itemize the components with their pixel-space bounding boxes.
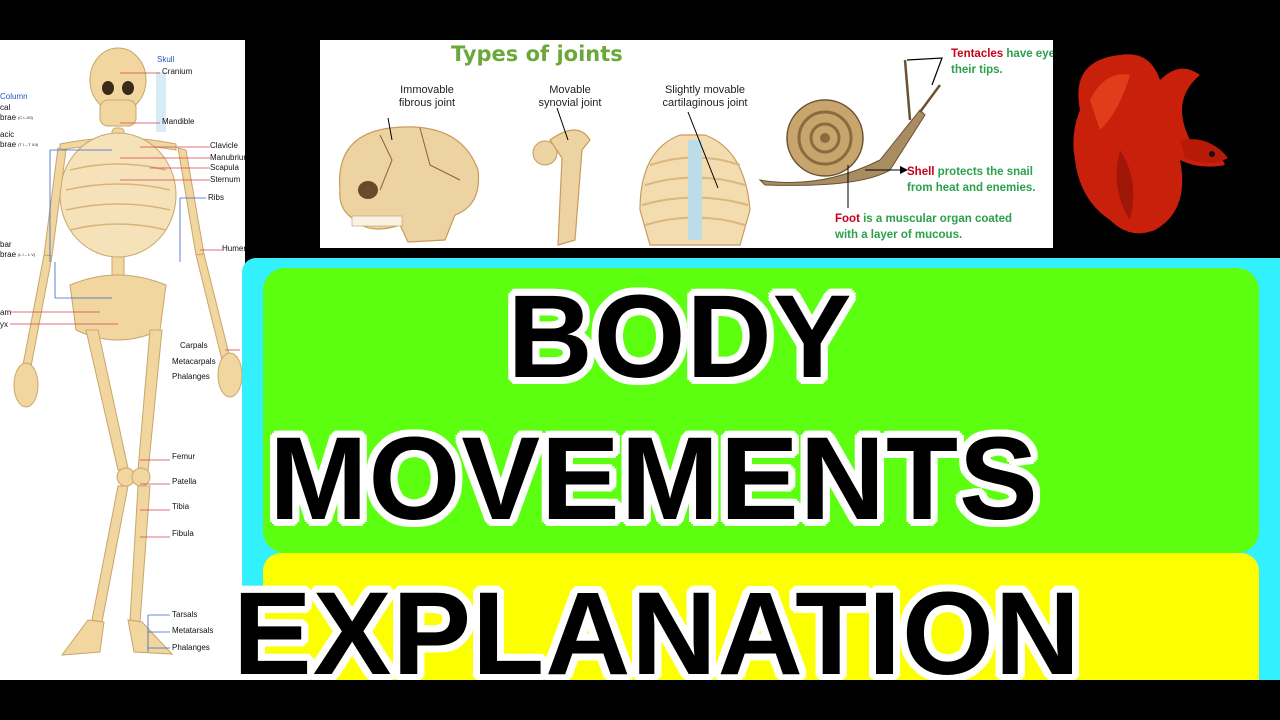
skeleton-diagram: Skull Cranium Column cal brae (C I–VII) … — [0, 40, 245, 680]
headline-body: BODY — [507, 271, 853, 403]
tentacles-line2: their tips. — [951, 64, 1003, 77]
femur-icon — [532, 107, 591, 246]
foot-caption: Foot is a muscular organ coated with a l… — [835, 211, 1012, 243]
label-tarsals: Tarsals — [172, 610, 198, 619]
label-yx: yx — [0, 320, 8, 329]
shell-rest: protects the snail — [934, 166, 1033, 178]
joints-diagram: Types of joints Immovable fibrous joint … — [320, 40, 1053, 248]
label-phalanges-hand: Phalanges — [172, 372, 210, 381]
title-green-panel — [263, 268, 1259, 553]
label-brae3: brae — [0, 250, 17, 259]
fish-icon — [1073, 54, 1228, 234]
shell-line2: from heat and enemies. — [907, 182, 1036, 195]
betta-fish-image — [1060, 40, 1250, 245]
headline-movements: MOVEMENTS — [269, 413, 1039, 545]
slightly-line1: Slightly movable — [664, 84, 746, 96]
joints-illustration — [338, 57, 943, 246]
label-skull: Skull — [157, 55, 175, 64]
shell-caption: Shell protects the snail from heat and e… — [907, 164, 1035, 196]
slightly-line2: cartilaginous joint — [662, 96, 748, 109]
label-ribs: Ribs — [208, 193, 225, 202]
label-sternum: Sternum — [210, 175, 241, 184]
skull-icon — [338, 117, 480, 243]
label-phalanges-foot: Phalanges — [172, 643, 210, 652]
label-brae1-sub: (C I–VII) — [18, 115, 33, 120]
label-clavicle: Clavicle — [210, 141, 239, 150]
movable-joint-label: Movable synovial joint — [525, 84, 615, 109]
label-femur: Femur — [172, 452, 196, 461]
movable-line2: synovial joint — [538, 96, 602, 109]
label-scapula: Scapula — [210, 163, 239, 172]
label-mandible: Mandible — [162, 117, 195, 126]
foot-rest: is a muscular organ coated — [859, 213, 1013, 225]
label-brae2-sub: (T I – T XII) — [18, 142, 39, 147]
title-yellow-panel — [263, 553, 1259, 693]
label-tibia: Tibia — [172, 502, 190, 511]
label-bar: bar — [0, 240, 12, 249]
label-brae2: brae — [0, 140, 17, 149]
foot-line2: with a layer of mucous. — [835, 229, 963, 242]
label-am: am — [0, 308, 12, 317]
label-manubrium: Manubrium — [210, 153, 245, 162]
foot-word: Foot — [835, 213, 860, 225]
skeleton-illustration — [10, 47, 243, 656]
headline-explanation: EXPLANATION — [233, 568, 1081, 700]
label-brae3-sub: (L I – L V) — [18, 252, 36, 257]
label-brae1: brae — [0, 113, 17, 122]
bottom-black-bar — [0, 680, 1280, 720]
slightly-joint-label: Slightly movable cartilaginous joint — [650, 84, 760, 109]
snail-icon — [758, 57, 943, 208]
label-cal: cal — [0, 103, 11, 112]
immovable-joint-label: Immovable fibrous joint — [372, 84, 482, 109]
ribcage-icon — [639, 111, 751, 246]
label-humerus: Humerus — [222, 244, 245, 253]
label-metacarpals: Metacarpals — [172, 357, 216, 366]
immovable-line1: Immovable — [400, 84, 454, 96]
movable-line1: Movable — [549, 84, 591, 96]
tentacles-caption: Tentacles have eye their tips. — [951, 46, 1053, 78]
label-metatarsals: Metatarsals — [172, 626, 214, 635]
joints-title: Types of joints — [451, 42, 623, 66]
label-carpals: Carpals — [180, 341, 208, 350]
label-patella: Patella — [172, 477, 197, 486]
shell-word: Shell — [907, 166, 935, 178]
label-acic: acic — [0, 130, 15, 139]
tentacles-rest: have eye — [1003, 48, 1053, 60]
tentacles-word: Tentacles — [951, 48, 1004, 60]
immovable-line2: fibrous joint — [398, 96, 456, 109]
label-cranium: Cranium — [162, 67, 193, 76]
label-column: Column — [0, 92, 28, 101]
label-fibula: Fibula — [172, 529, 194, 538]
